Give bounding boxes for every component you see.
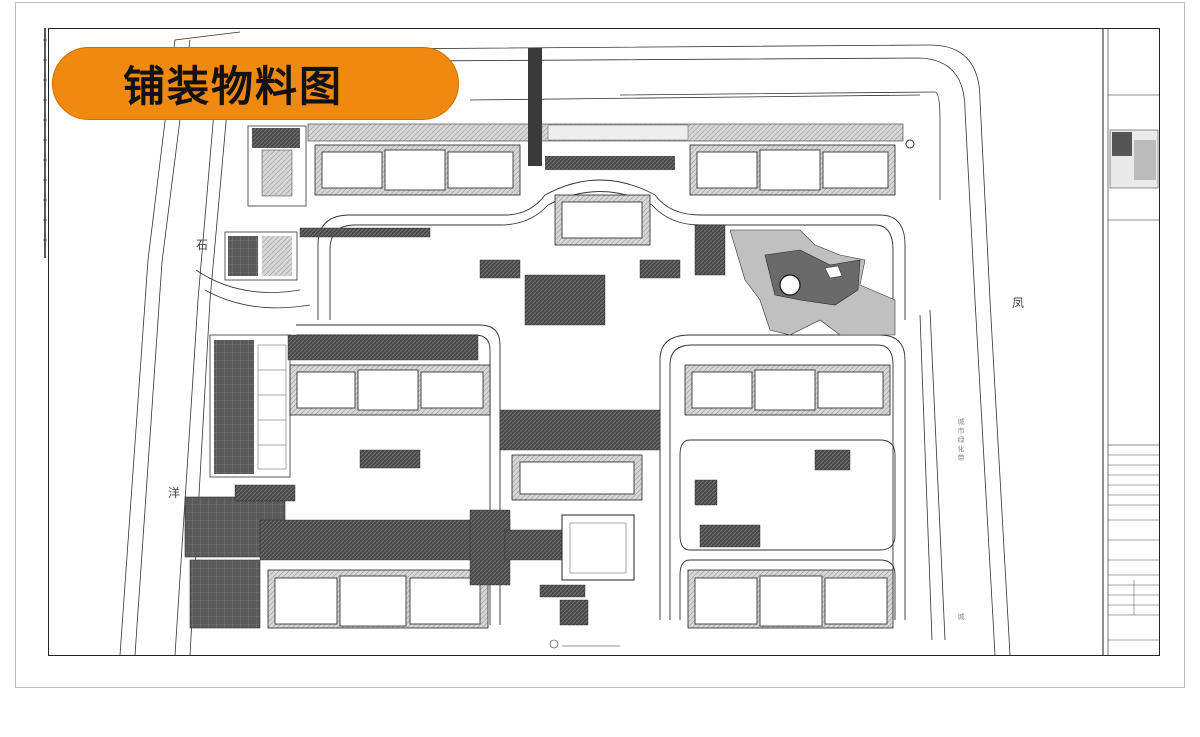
service-block (247, 125, 307, 207)
drawing-caption (549, 639, 620, 649)
parking-column (184, 231, 298, 629)
central-plaza (561, 514, 635, 581)
road-label-yang: 洋 (168, 486, 181, 500)
road-label-feng: 凤 (1012, 296, 1025, 310)
top-green-strip (307, 48, 915, 170)
page-title: 铺装物料图 (52, 47, 459, 120)
left-scale-bar (43, 28, 47, 258)
title-block (1102, 28, 1160, 656)
paving-dark (234, 224, 851, 626)
road-label-shi: 石 (196, 238, 209, 252)
garden-feature (729, 229, 896, 336)
residential-buildings (267, 144, 896, 629)
road-label-cheng: 城 (957, 613, 965, 622)
green-belt-label: 城市绿化带 (957, 418, 965, 463)
